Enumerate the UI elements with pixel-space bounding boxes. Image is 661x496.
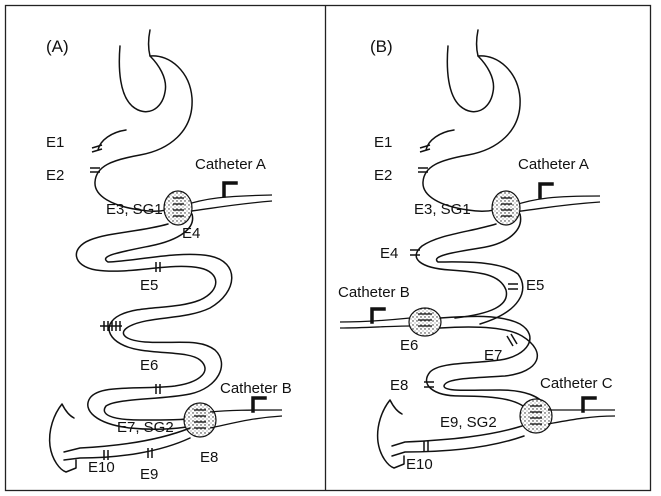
panel-b-e9-label: E9, SG2 [440, 414, 497, 431]
panel-a-catheter-a-icon [224, 183, 236, 196]
panel-b-e5-label: E5 [526, 277, 544, 294]
panel-a-catheter-a-tube2 [182, 201, 272, 212]
panel-a-catheter-a-label: Catheter A [195, 156, 266, 173]
panel-a-e3-label: E3, SG1 [106, 201, 163, 218]
panel-a-e7-label: E7, SG2 [117, 419, 174, 436]
panel-a-sg2-segment [184, 403, 216, 437]
panel-b-catheter-a-tube2 [512, 202, 600, 212]
panel-b-e6-label: E6 [400, 337, 418, 354]
panel-a-hand [50, 404, 76, 472]
figure-border [6, 6, 651, 491]
panel-b-intestine-inner-1 [436, 214, 522, 324]
panel-a-label: (A) [46, 37, 69, 56]
panel-a-intestine-inner [104, 214, 231, 420]
panel-b-catheter-c-tube2 [548, 416, 615, 424]
panel-b-e1-mark2 [420, 149, 430, 152]
panel-b-e1-mark [420, 145, 430, 148]
panel-a-catheter-a-tube [182, 195, 272, 206]
panel-b-esoph-top [477, 30, 479, 56]
panel-b-sg1-segment [492, 191, 520, 225]
panel-b-label: (B) [370, 37, 393, 56]
panel-b-e1-label: E1 [374, 134, 392, 151]
panel-a: (A) [46, 30, 292, 483]
panel-b-catheter-a-label: Catheter A [518, 156, 589, 173]
panel-b-e6-segment [409, 308, 441, 336]
panel-a-colon2 [64, 438, 190, 460]
panel-b-sg2-segment [520, 399, 552, 433]
panel-b-hand [378, 400, 404, 468]
panel-a-e1-mark [92, 145, 102, 148]
panel-b-e7-mark2 [511, 334, 517, 344]
panel-b-catheter-c-label: Catheter C [540, 375, 613, 392]
panel-b-e2-label: E2 [374, 167, 392, 184]
panel-a-stomach-inner [98, 130, 126, 150]
panel-a-catheter-b-tube [210, 410, 282, 412]
panel-a-e4-label: E4 [182, 225, 200, 242]
panel-b-e7-mark [507, 336, 513, 346]
panel-b-e3-label: E3, SG1 [414, 201, 471, 218]
panel-a-e5-label: E5 [140, 277, 158, 294]
panel-b-catheter-a-icon [540, 184, 552, 197]
panel-b-catheter-b-tube [340, 318, 410, 322]
panel-a-e1-label: E1 [46, 134, 64, 151]
panel-b-catheter-b-label: Catheter B [338, 284, 410, 301]
panel-b-catheter-c-icon [583, 398, 595, 411]
panel-a-e9-label: E9 [140, 466, 158, 483]
panel-a-e8-label: E8 [200, 449, 218, 466]
panel-a-catheter-b-tube2 [210, 416, 282, 428]
panel-b-catheter-b-tube2 [340, 326, 410, 328]
panel-b-e8-label: E8 [390, 377, 408, 394]
panel-a-e2-label: E2 [46, 167, 64, 184]
panel-a-sg1-segment [164, 191, 192, 225]
panel-b-e4-label: E4 [380, 245, 398, 262]
panel-a-esoph-top [149, 30, 151, 56]
panel-b-stomach [423, 46, 520, 211]
panel-b: (B) [338, 30, 615, 473]
panel-a-catheter-b-icon [253, 398, 265, 411]
panel-a-catheter-b-label: Catheter B [220, 380, 292, 397]
panel-b-e10-label: E10 [406, 456, 433, 473]
panel-b-intestine-outer-1 [416, 224, 506, 318]
panel-b-stomach-inner [426, 130, 454, 150]
panel-b-colon2 [392, 436, 524, 456]
panel-a-e6-label: E6 [140, 357, 158, 374]
panel-b-intestine-outer-2 [427, 316, 530, 412]
panel-a-e1-mark2 [92, 149, 102, 152]
panel-a-stomach [95, 46, 192, 211]
panel-a-e10-label: E10 [88, 459, 115, 476]
panel-b-e7-label: E7 [484, 347, 502, 364]
panel-b-catheter-a-tube [512, 196, 600, 206]
